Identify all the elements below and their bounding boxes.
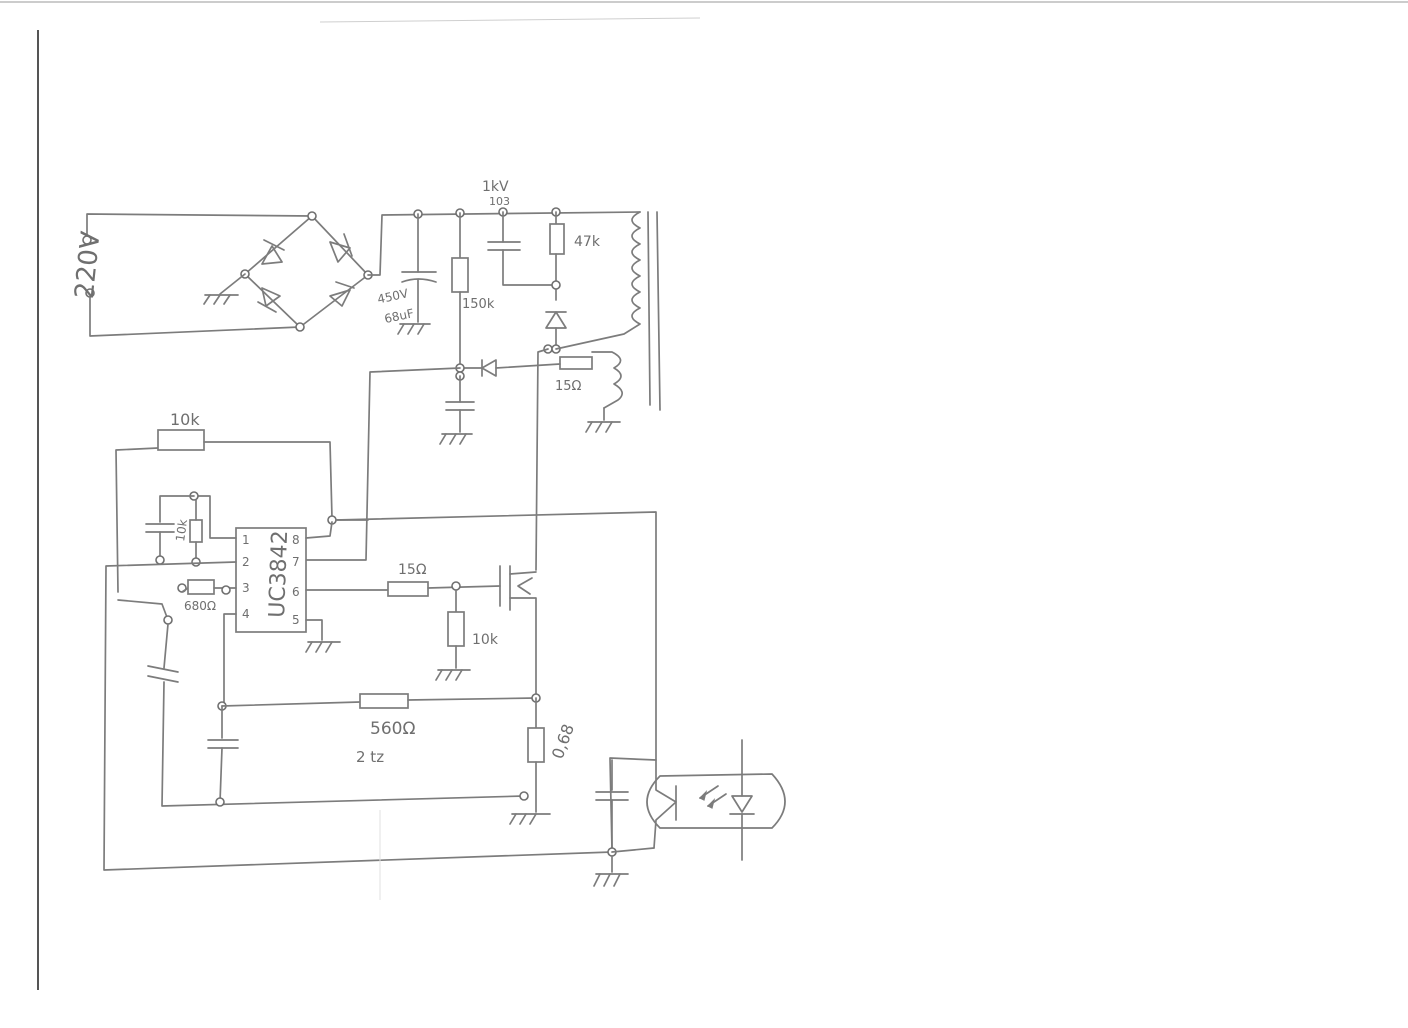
snubber-resistor-label: 47k [574, 234, 601, 250]
startup-resistor-label: 150k [462, 297, 495, 312]
compensation-network: 10k [145, 491, 237, 567]
feedback-resistor: 10k [115, 410, 333, 593]
opto-capacitor [593, 759, 629, 887]
snubber-resistor: 47k [549, 211, 601, 301]
bridge-diode-3 [257, 287, 281, 313]
bridge-diode-1 [261, 239, 285, 265]
gate-resistor: 15Ω [305, 562, 501, 597]
snubber-cap-code-label: 103 [489, 195, 510, 208]
ic-pin-2: 2 [242, 555, 250, 569]
ic-pin-7: 7 [292, 555, 300, 569]
gate-pulldown-label: 10k [472, 632, 499, 648]
mosfet [499, 565, 537, 699]
ic-body [235, 527, 307, 633]
transformer [555, 211, 661, 433]
aux-resistor: 15Ω [555, 356, 593, 394]
left-capacitor [147, 623, 525, 807]
filter-resistor-label: 560Ω [370, 719, 415, 739]
uc3842-ic: UC3842 1 2 3 4 8 7 6 5 [235, 527, 307, 633]
bridge-diode-4 [329, 281, 355, 307]
snubber-cap-voltage-label: 1kV [482, 179, 509, 195]
timing-resistor-label: 10k [173, 518, 190, 542]
ic-pin-4: 4 [242, 607, 250, 621]
gate-resistor-label: 15Ω [398, 562, 427, 578]
feedback-resistor-label: 10k [170, 410, 200, 429]
current-sense-resistor-680: 680Ω [177, 579, 237, 613]
ic-pin-8: 8 [292, 533, 300, 547]
startup-resistor: 150k [451, 212, 495, 369]
mains-voltage-label: 220V [70, 230, 107, 300]
ic-name-label: UC3842 [265, 530, 293, 618]
filter-resistor-560: 560Ω 2 tz [221, 693, 537, 766]
ic-pin-6: 6 [292, 585, 300, 599]
ramp-capacitor [207, 705, 239, 807]
aux-resistor-label: 15Ω [555, 379, 582, 394]
bridge-diode-2 [329, 233, 353, 263]
ic-pin-5: 5 [292, 613, 300, 627]
vcc-capacitor [439, 375, 475, 445]
optocoupler [646, 739, 786, 861]
rt-resistor-label: 680Ω [184, 599, 216, 613]
ic-pin-1: 1 [242, 533, 250, 547]
bulk-cap-value-label: 68uF [383, 306, 415, 326]
snubber-capacitor: 1kV 103 [482, 179, 557, 286]
mains-input: 220V [70, 213, 313, 337]
gate-pulldown-resistor: 10k [435, 589, 499, 681]
bulk-cap-voltage-label: 450V [376, 286, 410, 306]
ground-symbol-bridge [203, 294, 239, 305]
filter-resistor-note: 2 tz [356, 748, 384, 766]
ic-pin-3: 3 [242, 581, 250, 595]
bulk-capacitor: 450V 68uF [376, 213, 437, 335]
bridge-rectifier [203, 211, 373, 332]
